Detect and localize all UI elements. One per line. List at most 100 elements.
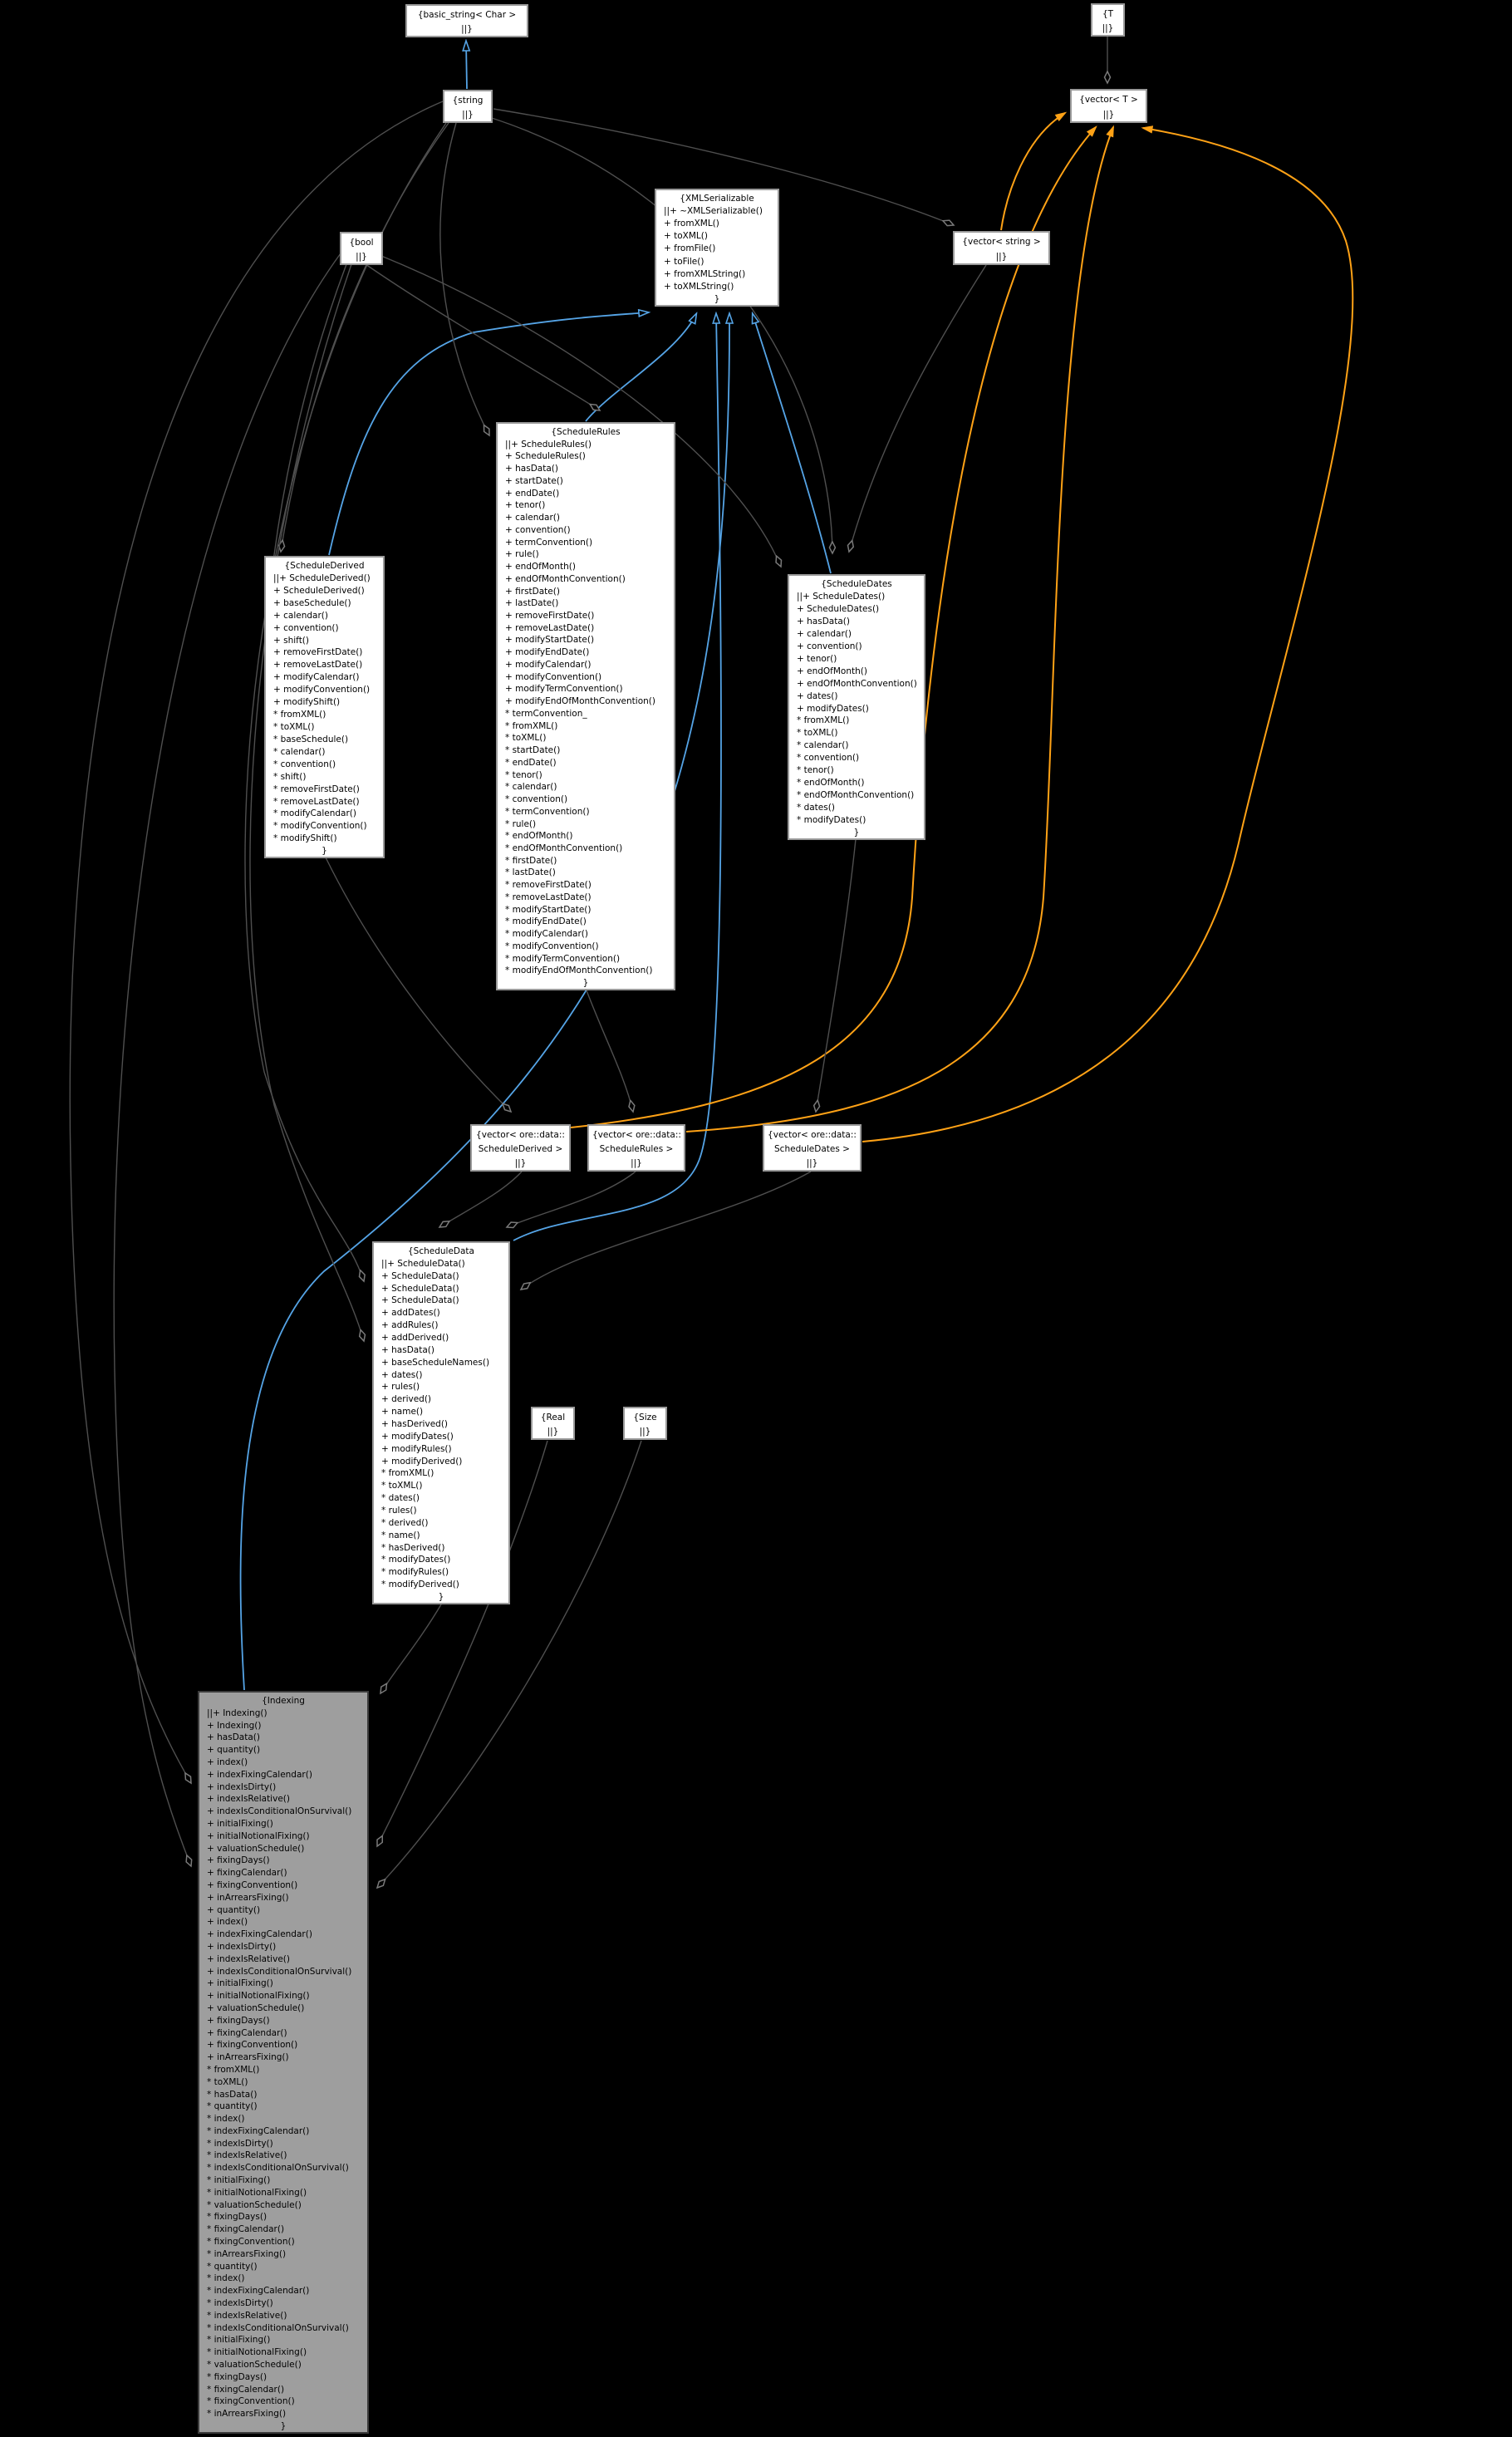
- member-line: * modifyConvention(): [273, 821, 367, 832]
- node-bool[interactable]: {bool||}: [340, 232, 383, 265]
- node-vec-schedule-derived[interactable]: {vector< ore::data::ScheduleDerived >||}: [470, 1124, 571, 1172]
- member-line: * removeFirstDate(): [273, 784, 360, 794]
- member-line: + modifyCalendar(): [505, 659, 592, 670]
- member-line: + endOfMonthConvention(): [797, 678, 917, 689]
- member-line: + calendar(): [797, 628, 852, 639]
- member-line: + index(): [207, 1917, 248, 1928]
- member-line: + termConvention(): [505, 537, 593, 548]
- node-schedule-dates[interactable]: {ScheduleDates||+ ScheduleDates()+ Sched…: [788, 574, 925, 840]
- class-title: {XMLSerializable: [680, 194, 754, 204]
- member-line: + rule(): [505, 549, 539, 560]
- member-line: * tenor(): [505, 769, 542, 780]
- edge-aggregation-schedule-rules-to-vec-schedule-rules: [586, 990, 633, 1112]
- node-xmlserializable[interactable]: {XMLSerializable||+ ~XMLSerializable()+ …: [655, 189, 779, 307]
- member-line: ScheduleDates >: [774, 1144, 850, 1154]
- member-line: * valuationSchedule(): [207, 2199, 302, 2210]
- member-line: + modifyEndDate(): [505, 647, 590, 658]
- node-vector-string[interactable]: {vector< string >||}: [953, 231, 1050, 265]
- member-line: + baseScheduleNames(): [381, 1357, 490, 1368]
- member-line: + shift(): [273, 635, 309, 646]
- member-line: * convention(): [797, 753, 860, 764]
- node-vec-schedule-rules[interactable]: {vector< ore::data::ScheduleRules >||}: [587, 1124, 685, 1172]
- member-line: }: [438, 1592, 444, 1603]
- member-line: * initialNotionalFixing(): [207, 2347, 307, 2358]
- member-line: * removeLastDate(): [505, 892, 592, 902]
- member-line: * removeFirstDate(): [505, 880, 592, 891]
- member-line: + startDate(): [505, 475, 563, 486]
- node-indexing[interactable]: {Indexing||+ Indexing()+ Indexing()+ has…: [198, 1691, 369, 2434]
- member-line: ||+ ScheduleDerived(): [273, 572, 371, 583]
- member-line: + indexIsConditionalOnSurvival(): [207, 1806, 352, 1817]
- member-line: + modifyDates(): [381, 1431, 454, 1442]
- member-line: * dates(): [797, 803, 835, 813]
- member-line: + indexFixingCalendar(): [207, 1929, 312, 1940]
- edge-aggregation-string-to-vector-string: [493, 108, 954, 225]
- member-line: * quantity(): [207, 2261, 258, 2272]
- member-line: + modifyDates(): [797, 703, 869, 714]
- member-line: * toXML(): [207, 2076, 248, 2087]
- member-line: + indexFixingCalendar(): [207, 1769, 312, 1780]
- edge-inheritance-schedule-derived-to-xmlserializable: [328, 312, 648, 556]
- node-real[interactable]: {Real||}: [531, 1407, 575, 1440]
- member-line: + valuationSchedule(): [207, 1843, 305, 1854]
- edge-aggregation-vec-schedule-rules-to-schedule-data: [507, 1171, 636, 1227]
- member-line: + baseSchedule(): [273, 597, 351, 608]
- member-line: * modifyStartDate(): [505, 904, 592, 915]
- node-string[interactable]: {string||}: [443, 90, 493, 123]
- member-line: ScheduleRules >: [599, 1144, 674, 1154]
- member-line: + modifyRules(): [381, 1443, 452, 1454]
- member-line: + modifyDerived(): [381, 1456, 463, 1467]
- node-size[interactable]: {Size||}: [623, 1407, 667, 1440]
- member-line: * removeLastDate(): [273, 796, 360, 807]
- member-line: + modifyCalendar(): [273, 672, 360, 683]
- member-line: * fromXML(): [381, 1468, 434, 1479]
- node-vector-t[interactable]: {vector< T >||}: [1070, 89, 1147, 123]
- member-line: * modifyDates(): [381, 1555, 451, 1565]
- member-line: * endOfMonth(): [505, 831, 573, 842]
- edge-template-vector-string-to-vector-t: [1000, 111, 1068, 231]
- member-line: }: [853, 828, 860, 838]
- member-line: * indexIsConditionalOnSurvival(): [207, 2322, 349, 2333]
- member-line: * modifyConvention(): [505, 941, 599, 951]
- member-line: * indexIsRelative(): [207, 2310, 287, 2321]
- member-line: + modifyConvention(): [273, 685, 371, 695]
- member-line: + addDates(): [381, 1308, 440, 1319]
- member-line: * fixingDays(): [207, 2212, 268, 2223]
- member-line: * tenor(): [797, 765, 834, 776]
- member-line: + initialNotionalFixing(): [207, 1991, 310, 2002]
- member-line: * modifyDerived(): [381, 1580, 459, 1590]
- member-line: }: [582, 978, 589, 989]
- node-t[interactable]: {T||}: [1091, 3, 1125, 37]
- member-line: + lastDate(): [505, 598, 559, 609]
- edge-template-vec-schedule-dates-to-vector-t: [862, 125, 1354, 1142]
- member-line: * endOfMonth(): [797, 778, 865, 789]
- class-title: {bool: [349, 238, 374, 248]
- edge-inheritance-schedule-dates-to-xmlserializable: [753, 314, 832, 574]
- class-title: {T: [1102, 9, 1114, 19]
- member-line: * calendar(): [273, 746, 326, 757]
- node-schedule-derived[interactable]: {ScheduleDerived||+ ScheduleDerived()+ S…: [264, 556, 385, 858]
- member-line: + hasData(): [381, 1344, 434, 1355]
- node-schedule-data[interactable]: {ScheduleData||+ ScheduleData()+ Schedul…: [372, 1241, 510, 1604]
- node-basic-string[interactable]: {basic_string< Char >||}: [405, 4, 528, 37]
- node-vec-schedule-dates[interactable]: {vector< ore::data::ScheduleDates >||}: [763, 1124, 862, 1172]
- member-line: + toXMLString(): [664, 281, 734, 292]
- class-title: {Size: [633, 1413, 657, 1422]
- member-line: * fixingDays(): [207, 2371, 268, 2382]
- member-line: + calendar(): [505, 513, 560, 523]
- edge-aggregation-string-to-schedule-data: [244, 122, 447, 1281]
- edge-aggregation-string-to-schedule-derived: [281, 122, 449, 552]
- class-title: {vector< ore::data::: [768, 1130, 857, 1140]
- member-line: + index(): [207, 1757, 248, 1767]
- member-line: * inArrearsFixing(): [207, 2409, 287, 2420]
- node-schedule-rules[interactable]: {ScheduleRules||+ ScheduleRules()+ Sched…: [496, 422, 675, 990]
- member-line: ||}: [995, 251, 1008, 262]
- edge-inheritance-string-to-basic-string: [466, 42, 467, 90]
- member-line: ||}: [631, 1158, 642, 1168]
- member-line: + hasData(): [797, 616, 850, 626]
- member-line: + inArrearsFixing(): [207, 1892, 289, 1903]
- member-line: + endOfMonthConvention(): [505, 573, 626, 584]
- member-line: + indexIsRelative(): [207, 1953, 290, 1964]
- member-line: * startDate(): [505, 745, 561, 756]
- member-line: + endOfMonth(): [797, 666, 867, 676]
